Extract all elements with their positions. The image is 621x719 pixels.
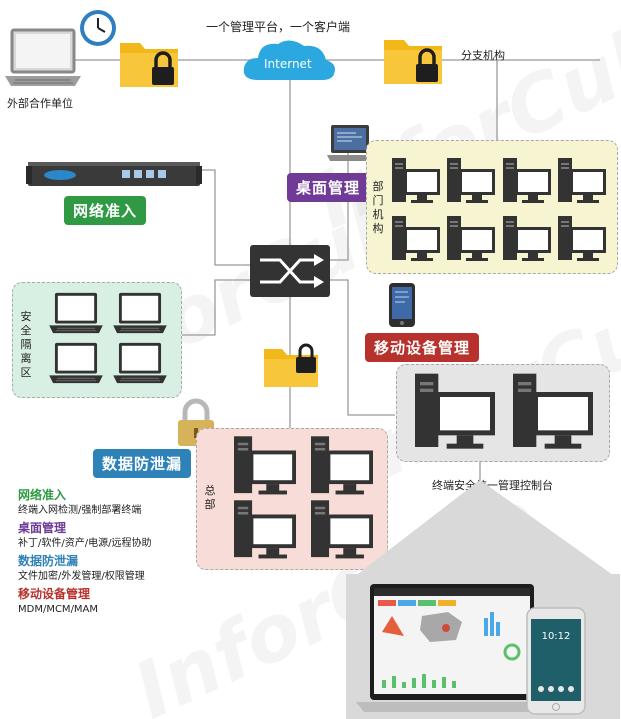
safe-zone-label: 安全隔离区 xyxy=(20,310,32,379)
computer-item xyxy=(230,499,300,565)
laptop-icon xyxy=(113,342,167,384)
desktop-computer-icon xyxy=(391,216,440,261)
mobile-device-badge: 移动设备管理 xyxy=(365,333,480,362)
console-computers xyxy=(406,372,602,452)
computer-item xyxy=(557,215,607,267)
desktop-computer-icon xyxy=(513,373,593,449)
computer-item xyxy=(47,341,105,389)
computer-item xyxy=(230,435,300,501)
branch-label: 分支机构 xyxy=(461,49,505,62)
computer-item xyxy=(391,215,441,267)
cloud-icon xyxy=(243,40,335,80)
computer-item xyxy=(307,435,377,501)
network-access-badge: 网络准入 xyxy=(64,196,147,225)
dashboard-laptop-icon xyxy=(356,584,542,712)
computer-item xyxy=(111,291,169,339)
desktop-computer-icon xyxy=(415,373,495,449)
legend-heading: 数据防泄漏 xyxy=(18,554,79,568)
computer-item xyxy=(502,215,552,267)
desktop-management-badge: 桌面管理 xyxy=(287,173,370,202)
dlp-badge: 数据防泄漏 xyxy=(93,449,192,478)
computer-item xyxy=(391,157,441,209)
diagram-title: 一个管理平台，一个客户端 xyxy=(206,20,351,34)
hq-label: 总部 xyxy=(204,484,216,511)
folder-lock-icon xyxy=(384,40,442,84)
legend-heading: 网络准入 xyxy=(18,488,67,502)
legend-detail: 补丁/软件/资产/电源/远程协助 xyxy=(18,538,152,549)
legend-heading: 桌面管理 xyxy=(18,521,67,535)
computer-item xyxy=(47,291,105,339)
laptop-icon xyxy=(49,342,103,384)
mobile-phone-icon: 10:12 xyxy=(526,607,586,715)
console-label: 终端安全统一管理控制台 xyxy=(432,479,553,492)
legend-detail: MDM/MCM/MAM xyxy=(18,604,99,615)
department-label: 部门机构 xyxy=(372,180,384,235)
desktop-computer-icon xyxy=(502,216,551,261)
computer-item xyxy=(509,372,597,456)
desktop-computer-icon xyxy=(233,500,296,559)
computer-item xyxy=(411,372,499,456)
computer-item xyxy=(111,341,169,389)
clock-icon xyxy=(80,10,116,46)
desktop-computer-icon xyxy=(447,158,496,203)
laptop-icon xyxy=(327,125,373,161)
svg-text:10:12: 10:12 xyxy=(542,631,571,642)
desktop-computer-icon xyxy=(233,436,296,495)
legend-detail: 终端入网检测/强制部署终端 xyxy=(18,505,142,516)
partner-label: 外部合作单位 xyxy=(7,97,73,110)
server-rack-icon xyxy=(26,162,202,186)
laptop-icon xyxy=(49,292,103,334)
folder-lock-icon xyxy=(120,43,178,87)
cloud-label: Internet xyxy=(264,57,312,71)
desktop-computer-icon xyxy=(502,158,551,203)
feature-legend: 网络准入终端入网检测/强制部署终端桌面管理补丁/软件/资产/电源/远程协助数据防… xyxy=(18,488,208,620)
mobile-phone-icon xyxy=(389,283,415,327)
laptop-icon xyxy=(5,28,81,86)
desktop-computer-icon xyxy=(558,216,607,261)
legend-heading: 移动设备管理 xyxy=(18,587,91,601)
desktop-computer-icon xyxy=(310,500,373,559)
laptop-icon xyxy=(113,292,167,334)
hq-computers xyxy=(226,434,380,562)
folder-lock-icon xyxy=(264,343,318,387)
computer-item xyxy=(307,499,377,565)
computer-item xyxy=(502,157,552,209)
desktop-computer-icon xyxy=(310,436,373,495)
department-computers xyxy=(388,152,610,268)
desktop-computer-icon xyxy=(447,216,496,261)
switch-icon xyxy=(250,245,330,297)
computer-item xyxy=(446,215,496,267)
computer-item xyxy=(446,157,496,209)
legend-detail: 文件加密/外发管理/权限管理 xyxy=(18,571,145,582)
desktop-computer-icon xyxy=(558,158,607,203)
safe-zone-laptops xyxy=(44,288,172,388)
computer-item xyxy=(557,157,607,209)
desktop-computer-icon xyxy=(391,158,440,203)
